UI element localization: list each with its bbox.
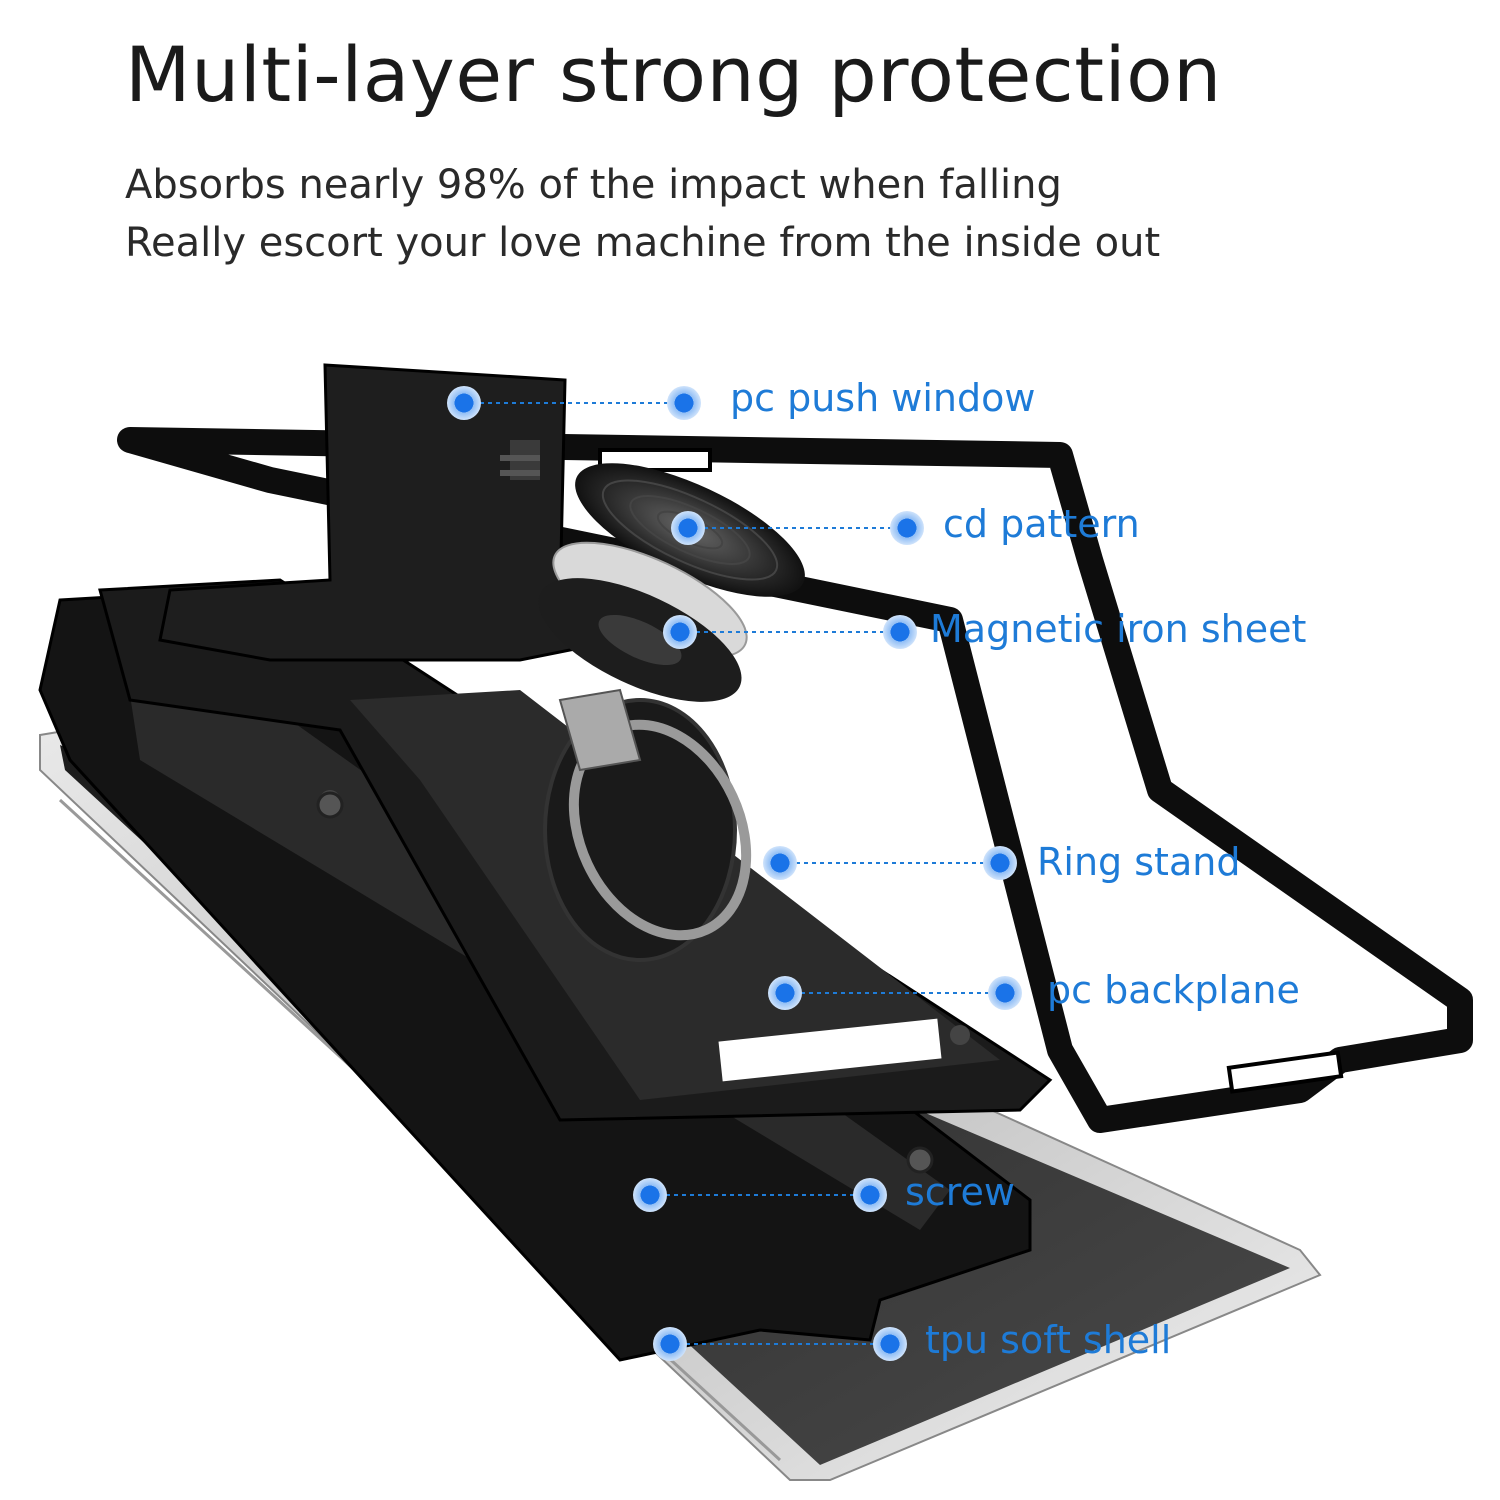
callout-magnetic-iron-sheet: Magnetic iron sheet <box>930 607 1307 651</box>
pc-push-window <box>158 363 624 662</box>
callout-screw: screw <box>905 1170 1015 1214</box>
callout-pc-push-window: pc push window <box>730 376 1036 420</box>
magnetic-iron-sheet <box>538 541 748 702</box>
callout-cd-pattern: cd pattern <box>943 502 1140 546</box>
callout-ring-stand: Ring stand <box>1037 840 1241 884</box>
callout-tpu-soft-shell: tpu soft shell <box>925 1318 1172 1362</box>
subtitle-line-2: Really escort your love machine from the… <box>125 220 1161 266</box>
exploded-case-illustration <box>38 363 1473 1481</box>
subtitle-line-1: Absorbs nearly 98% of the impact when fa… <box>125 162 1062 208</box>
callout-pc-backplane: pc backplane <box>1047 968 1300 1012</box>
ring-stand <box>543 688 752 962</box>
outer-frame <box>117 427 1473 1133</box>
page-title: Multi-layer strong protection <box>125 30 1222 119</box>
callout-dots <box>447 386 1022 1361</box>
